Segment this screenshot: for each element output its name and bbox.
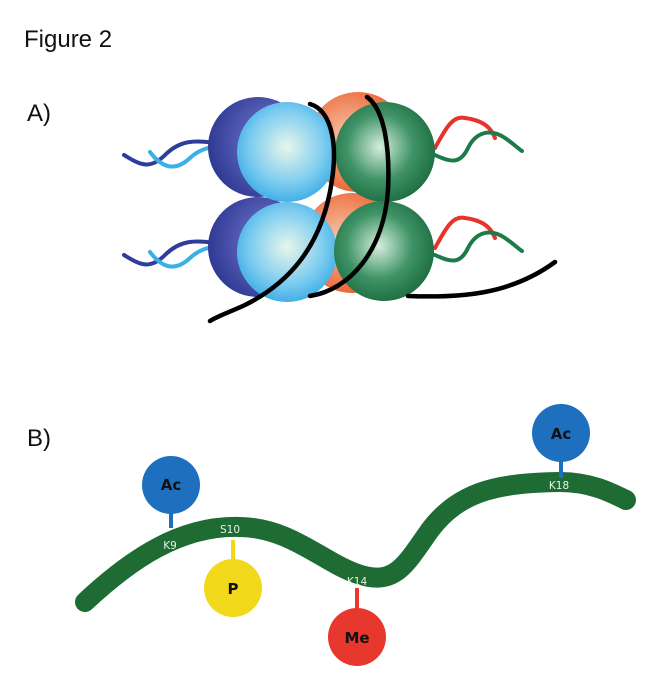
acetyl-group-k9 [142, 456, 200, 514]
modification-s10-phospho: P S10 [204, 524, 262, 617]
panel-a-label: A) [27, 100, 51, 127]
histone-tail-dark-blue-top [122, 139, 217, 167]
residue-label-k18: K18 [549, 480, 569, 492]
histone-tail-dark-blue-bottom [122, 239, 217, 267]
residue-label-k9: K9 [163, 540, 177, 552]
mod-label-k14: Me [344, 629, 369, 647]
residue-label-s10: S10 [220, 524, 240, 536]
residue-label-k14: K14 [347, 576, 368, 588]
histone-light-blue-bottom [237, 202, 337, 302]
histone-green-bottom [334, 201, 434, 301]
histone-green-top [335, 102, 435, 202]
histone-tail-diagram: Ac K9 P S10 Me K14 Ac K18 [75, 404, 636, 666]
mod-label-k9: Ac [161, 476, 182, 494]
panel-b-label: B) [27, 425, 51, 452]
methyl-group-k14 [328, 608, 386, 666]
dna-strand-front-right [307, 94, 391, 299]
mod-label-s10: P [228, 580, 239, 598]
modification-k18-acetyl: Ac K18 [532, 404, 590, 492]
phospho-group-s10 [204, 559, 262, 617]
figure-title: Figure 2 [24, 26, 113, 53]
histone-tail-green-bottom [433, 230, 524, 263]
histone-tail-red-bottom [433, 215, 497, 250]
histone-tail-red-top [433, 115, 497, 150]
dna-strand-exit [405, 259, 558, 299]
histone-tail-green-top [433, 130, 524, 163]
nucleosome-diagram [122, 92, 558, 324]
modification-k9-acetyl: Ac K9 [142, 456, 200, 552]
dna-strand-front-left [207, 101, 337, 324]
mod-label-k18: Ac [551, 425, 572, 443]
histone-tail-backbone [75, 471, 636, 612]
acetyl-group-k18 [532, 404, 590, 462]
histone-light-blue-top [237, 102, 337, 202]
modification-k14-methyl: Me K14 [328, 576, 386, 666]
